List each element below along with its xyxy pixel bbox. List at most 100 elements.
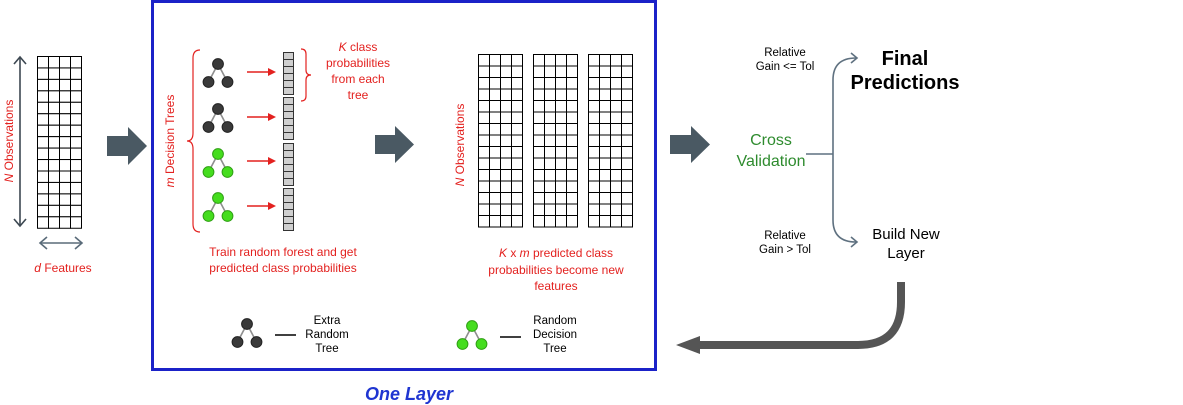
matrix-cell <box>544 157 556 170</box>
matrix-cell <box>37 113 49 126</box>
matrix-cell <box>566 134 578 147</box>
probability-cell <box>283 118 294 126</box>
matrix-cell <box>533 123 545 136</box>
label-line: Layer <box>887 245 925 262</box>
matrix-cell <box>588 54 600 67</box>
arrowhead-right <box>850 236 859 248</box>
matrix-cell <box>566 192 578 205</box>
legend-line: Tree <box>543 343 567 355</box>
matrix-cell <box>48 170 60 183</box>
matrix-cell <box>59 101 71 115</box>
probability-cell <box>283 202 294 210</box>
matrix-cell <box>500 169 512 182</box>
caption-line: tree <box>347 88 369 102</box>
matrix-cell <box>511 123 523 136</box>
matrix-cell <box>599 123 611 136</box>
matrix-cell <box>489 203 501 216</box>
tree-leaf-node <box>221 166 234 178</box>
matrix-cell <box>621 54 633 67</box>
matrix-cell <box>544 134 556 147</box>
label-line: Predictions <box>850 72 960 94</box>
probability-cell <box>283 73 294 81</box>
train-caption: Train random forest and get predicted cl… <box>173 244 393 276</box>
legend-line: Tree <box>315 343 339 355</box>
arrow-shaft <box>698 282 905 349</box>
arrowhead-up <box>13 55 27 65</box>
matrix-cell <box>544 123 556 136</box>
matrix-cell <box>489 88 501 101</box>
legend-label-extra-random-tree: Extra Random Tree <box>287 314 367 356</box>
matrix-cell <box>533 88 545 101</box>
matrix-cell <box>59 159 71 172</box>
label-line: Gain <= Tol <box>755 61 815 73</box>
matrix-cell <box>37 204 49 218</box>
tree-leaf-node <box>202 166 215 178</box>
matrix-cell <box>37 170 49 183</box>
matrix-cell <box>478 111 490 124</box>
decision-trees-label: m Decision Trees <box>162 71 178 211</box>
probability-cell <box>283 52 294 60</box>
matrix-cell <box>599 215 611 228</box>
matrix-cell <box>489 65 501 78</box>
matrix-cell <box>37 56 49 69</box>
tree-leaf-node <box>221 210 234 222</box>
matrix-cell <box>59 193 71 206</box>
probability-cell <box>283 125 294 133</box>
matrix-cell <box>588 169 600 182</box>
matrix-cell <box>478 100 490 113</box>
matrix-cell <box>37 181 49 195</box>
matrix-cell <box>544 192 556 205</box>
matrix-cell <box>544 111 556 124</box>
output-observations-label: N Observations <box>452 75 468 215</box>
matrix-cell <box>70 159 82 172</box>
matrix-cell <box>489 54 501 67</box>
random-decision-tree-icon <box>202 148 234 178</box>
matrix-cell <box>533 54 545 67</box>
matrix-cell <box>59 181 71 195</box>
matrix-cell <box>610 203 622 216</box>
caption-line: Train random forest and get <box>209 245 357 259</box>
matrix-cell <box>48 113 60 126</box>
matrix-cell <box>59 147 71 161</box>
label-line: Validation <box>736 153 806 170</box>
matrix-cell <box>489 215 501 228</box>
matrix-cell <box>37 90 49 103</box>
matrix-cell <box>599 203 611 216</box>
probability-cell <box>283 66 294 74</box>
matrix-cell <box>610 123 622 136</box>
matrix-cell <box>70 56 82 69</box>
random-decision-tree-icon <box>202 192 234 222</box>
matrix-cell <box>621 169 633 182</box>
matrix-cell <box>610 146 622 159</box>
matrix-cell <box>621 88 633 101</box>
matrix-cell <box>59 67 71 80</box>
matrix-cell <box>599 192 611 205</box>
matrix-cell <box>48 136 60 149</box>
observations-variable: N <box>2 173 16 183</box>
legend-icons <box>231 318 488 350</box>
probability-cell <box>283 157 294 165</box>
class-probability-vector <box>283 52 294 95</box>
caption-line: predicted class probabilities <box>209 261 357 275</box>
flow-arrow-to-new-features <box>375 126 414 163</box>
final-predictions-label: Final Predictions <box>825 47 985 95</box>
matrix-cell <box>555 65 567 78</box>
matrix-cell <box>610 134 622 147</box>
caption-text: class <box>350 40 378 54</box>
features-label-text: Features <box>44 261 92 275</box>
arrowhead-left <box>38 236 48 250</box>
tree-output-arrow <box>247 68 276 76</box>
matrix-cell <box>621 215 633 228</box>
matrix-cell <box>533 157 545 170</box>
matrix-cell <box>533 111 545 124</box>
probability-cell <box>283 188 294 196</box>
continue-condition-label: Relative Gain > Tol <box>735 229 835 257</box>
matrix-cell <box>544 169 556 182</box>
legend-line: Random <box>305 329 349 341</box>
probability-cell <box>283 178 294 186</box>
matrix-cell <box>48 159 60 172</box>
matrix-cell <box>37 78 49 92</box>
matrix-cell <box>489 134 501 147</box>
matrix-cell <box>588 77 600 90</box>
